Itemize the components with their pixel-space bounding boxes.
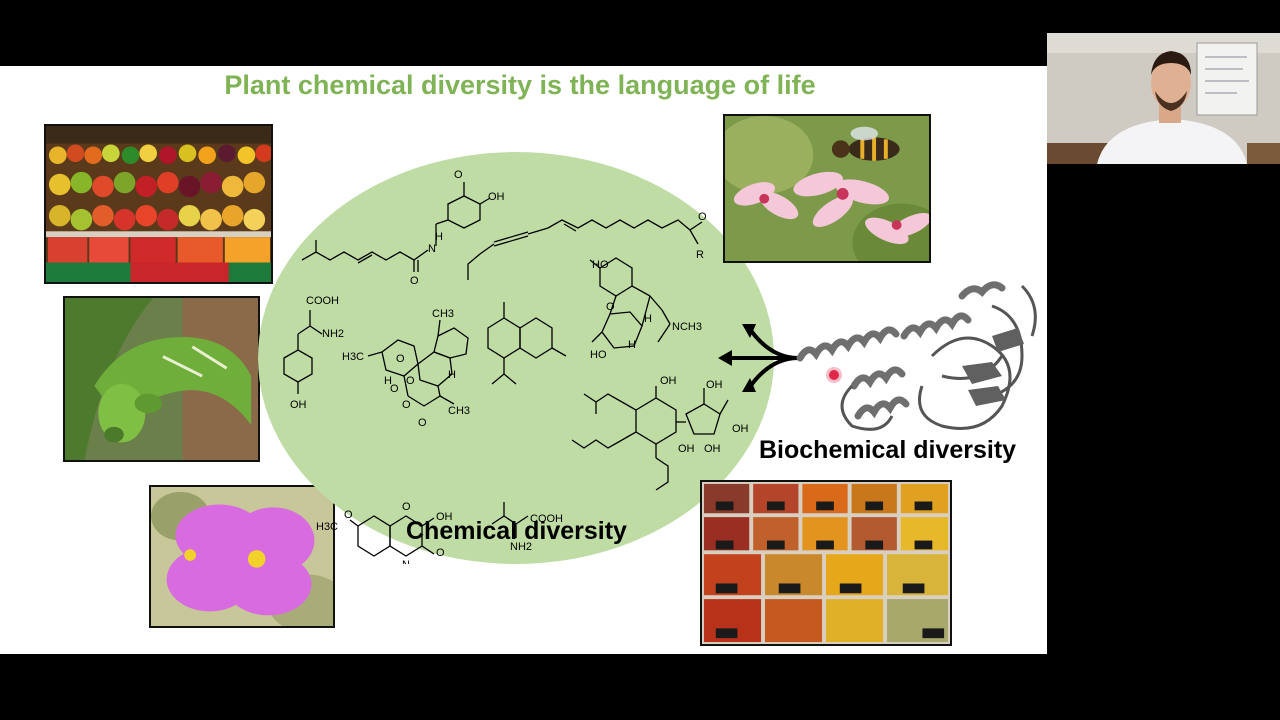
tyrosine-oh: OH	[290, 399, 307, 411]
polyacetylene-o: O	[698, 211, 707, 223]
morphine-ho-bottom: HO	[590, 349, 607, 361]
presentation-slide: Plant chemical diversity is the language…	[0, 66, 1047, 654]
diboa-molecule	[349, 515, 435, 557]
morphine-molecule	[589, 257, 671, 349]
valine-nh2: NH2	[510, 541, 532, 553]
sugar-oh-4: OH	[704, 443, 721, 455]
polyacetylene-molecule	[467, 219, 703, 280]
morphine-h2: H	[644, 313, 652, 325]
fruit-market-photo	[44, 124, 273, 284]
branching-arrows-icon	[718, 324, 800, 392]
presenter-face	[1151, 57, 1191, 109]
capsaicin-oh: OH	[488, 191, 505, 203]
artemisinin-o1: O	[396, 353, 405, 365]
artemisinin-h2: H	[448, 369, 456, 381]
tyrosine-molecule	[283, 310, 323, 394]
tyrosine-nh2: NH2	[322, 328, 344, 340]
capsaicin-carbonyl-o: O	[410, 275, 419, 287]
valine-molecule	[491, 502, 529, 538]
artemisinin-molecule	[367, 319, 469, 407]
sugar-oh-2: OH	[706, 379, 723, 391]
diboa-n: N	[402, 559, 410, 564]
biochemical-diversity-label: Biochemical diversity	[759, 436, 1017, 464]
artemisinin-o5: O	[418, 417, 427, 429]
caterpillar-photo	[63, 296, 260, 462]
laser-pointer-dot	[829, 370, 839, 380]
presenter-shirt	[1097, 119, 1247, 164]
presenter-webcam	[1047, 33, 1280, 164]
whiteboard	[1196, 42, 1258, 116]
artemisinin-h1: H	[384, 375, 392, 387]
sugar-ester-molecule	[571, 386, 729, 491]
capsaicin-methoxy-o: O	[454, 169, 463, 181]
chemical-diversity-ellipse: O OH N H O O R	[258, 152, 774, 564]
spice-market-photo	[700, 480, 952, 646]
diboa-oh-top: OH	[436, 511, 453, 523]
purple-flower-image	[151, 487, 333, 626]
polyacetylene-r: R	[696, 249, 704, 261]
sugar-oh-3: OH	[732, 423, 749, 435]
morphine-nch3: NCH3	[672, 321, 702, 333]
artemisinin-o4: O	[402, 399, 411, 411]
caterpillar-image	[65, 298, 258, 460]
spice-market-image	[702, 482, 950, 644]
morphine-ho-top: HO	[592, 259, 609, 271]
artemisinin-o2: O	[406, 375, 415, 387]
valine-cooh: COOH	[530, 513, 563, 525]
capsaicin-n: N	[428, 243, 436, 255]
bee-on-flower-image	[725, 116, 929, 261]
diboa-methoxy-o: O	[344, 509, 353, 521]
fruit-market-image	[46, 126, 271, 282]
artemisinin-h3c: H3C	[342, 351, 364, 363]
diboa-carbonyl-o: O	[436, 547, 445, 559]
bee-shape	[831, 126, 900, 161]
artemisinin-o3: O	[390, 383, 399, 395]
protein-structure-icon	[796, 281, 1037, 431]
artemisinin-ch3-top: CH3	[432, 308, 454, 320]
diboa-ring-o: O	[402, 501, 411, 513]
presenter-webcam-image	[1047, 33, 1280, 164]
tyrosine-cooh: COOH	[306, 295, 339, 307]
sugar-oh-5: OH	[678, 443, 695, 455]
chemical-diversity-label: Chemical diversity	[406, 517, 627, 545]
capsaicin-h: H	[435, 231, 443, 243]
capsaicin-molecule	[301, 182, 491, 272]
morphine-h1: H	[628, 339, 636, 351]
bee-on-flower-photo	[723, 114, 931, 263]
purple-flower-photo	[149, 485, 335, 628]
morphine-o: O	[606, 301, 615, 313]
cadinene-molecule	[487, 302, 567, 385]
diboa-h3c: H3C	[316, 521, 338, 533]
artemisinin-ch3-bottom: CH3	[448, 405, 470, 417]
sugar-oh-1: OH	[660, 375, 677, 387]
ellipse-background	[258, 152, 774, 564]
slide-title: Plant chemical diversity is the language…	[224, 70, 816, 100]
